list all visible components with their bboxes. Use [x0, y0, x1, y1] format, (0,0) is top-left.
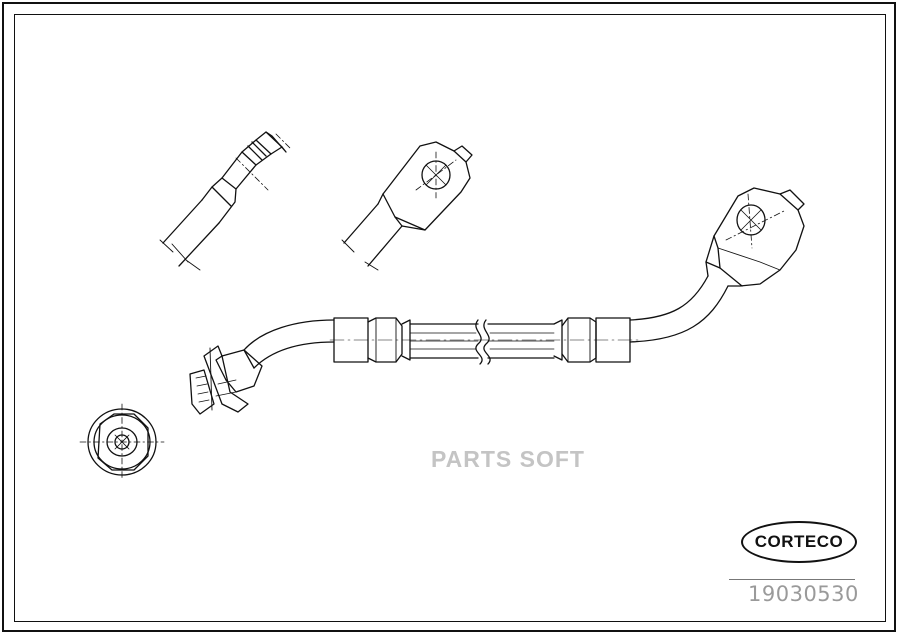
inner-frame — [14, 14, 886, 622]
detail-eye-fitting — [341, 141, 473, 271]
detail-straight-fitting — [159, 131, 291, 271]
detail-nut-end-view — [79, 403, 165, 481]
watermark-text: PARTS SOFT — [431, 446, 585, 472]
corteco-logo: CORTECO — [741, 521, 857, 563]
logo-text: CORTECO — [754, 532, 844, 551]
part-number: 19030530 — [748, 582, 859, 606]
part-number-rule — [729, 579, 855, 580]
brake-hose-assembly — [189, 187, 805, 415]
